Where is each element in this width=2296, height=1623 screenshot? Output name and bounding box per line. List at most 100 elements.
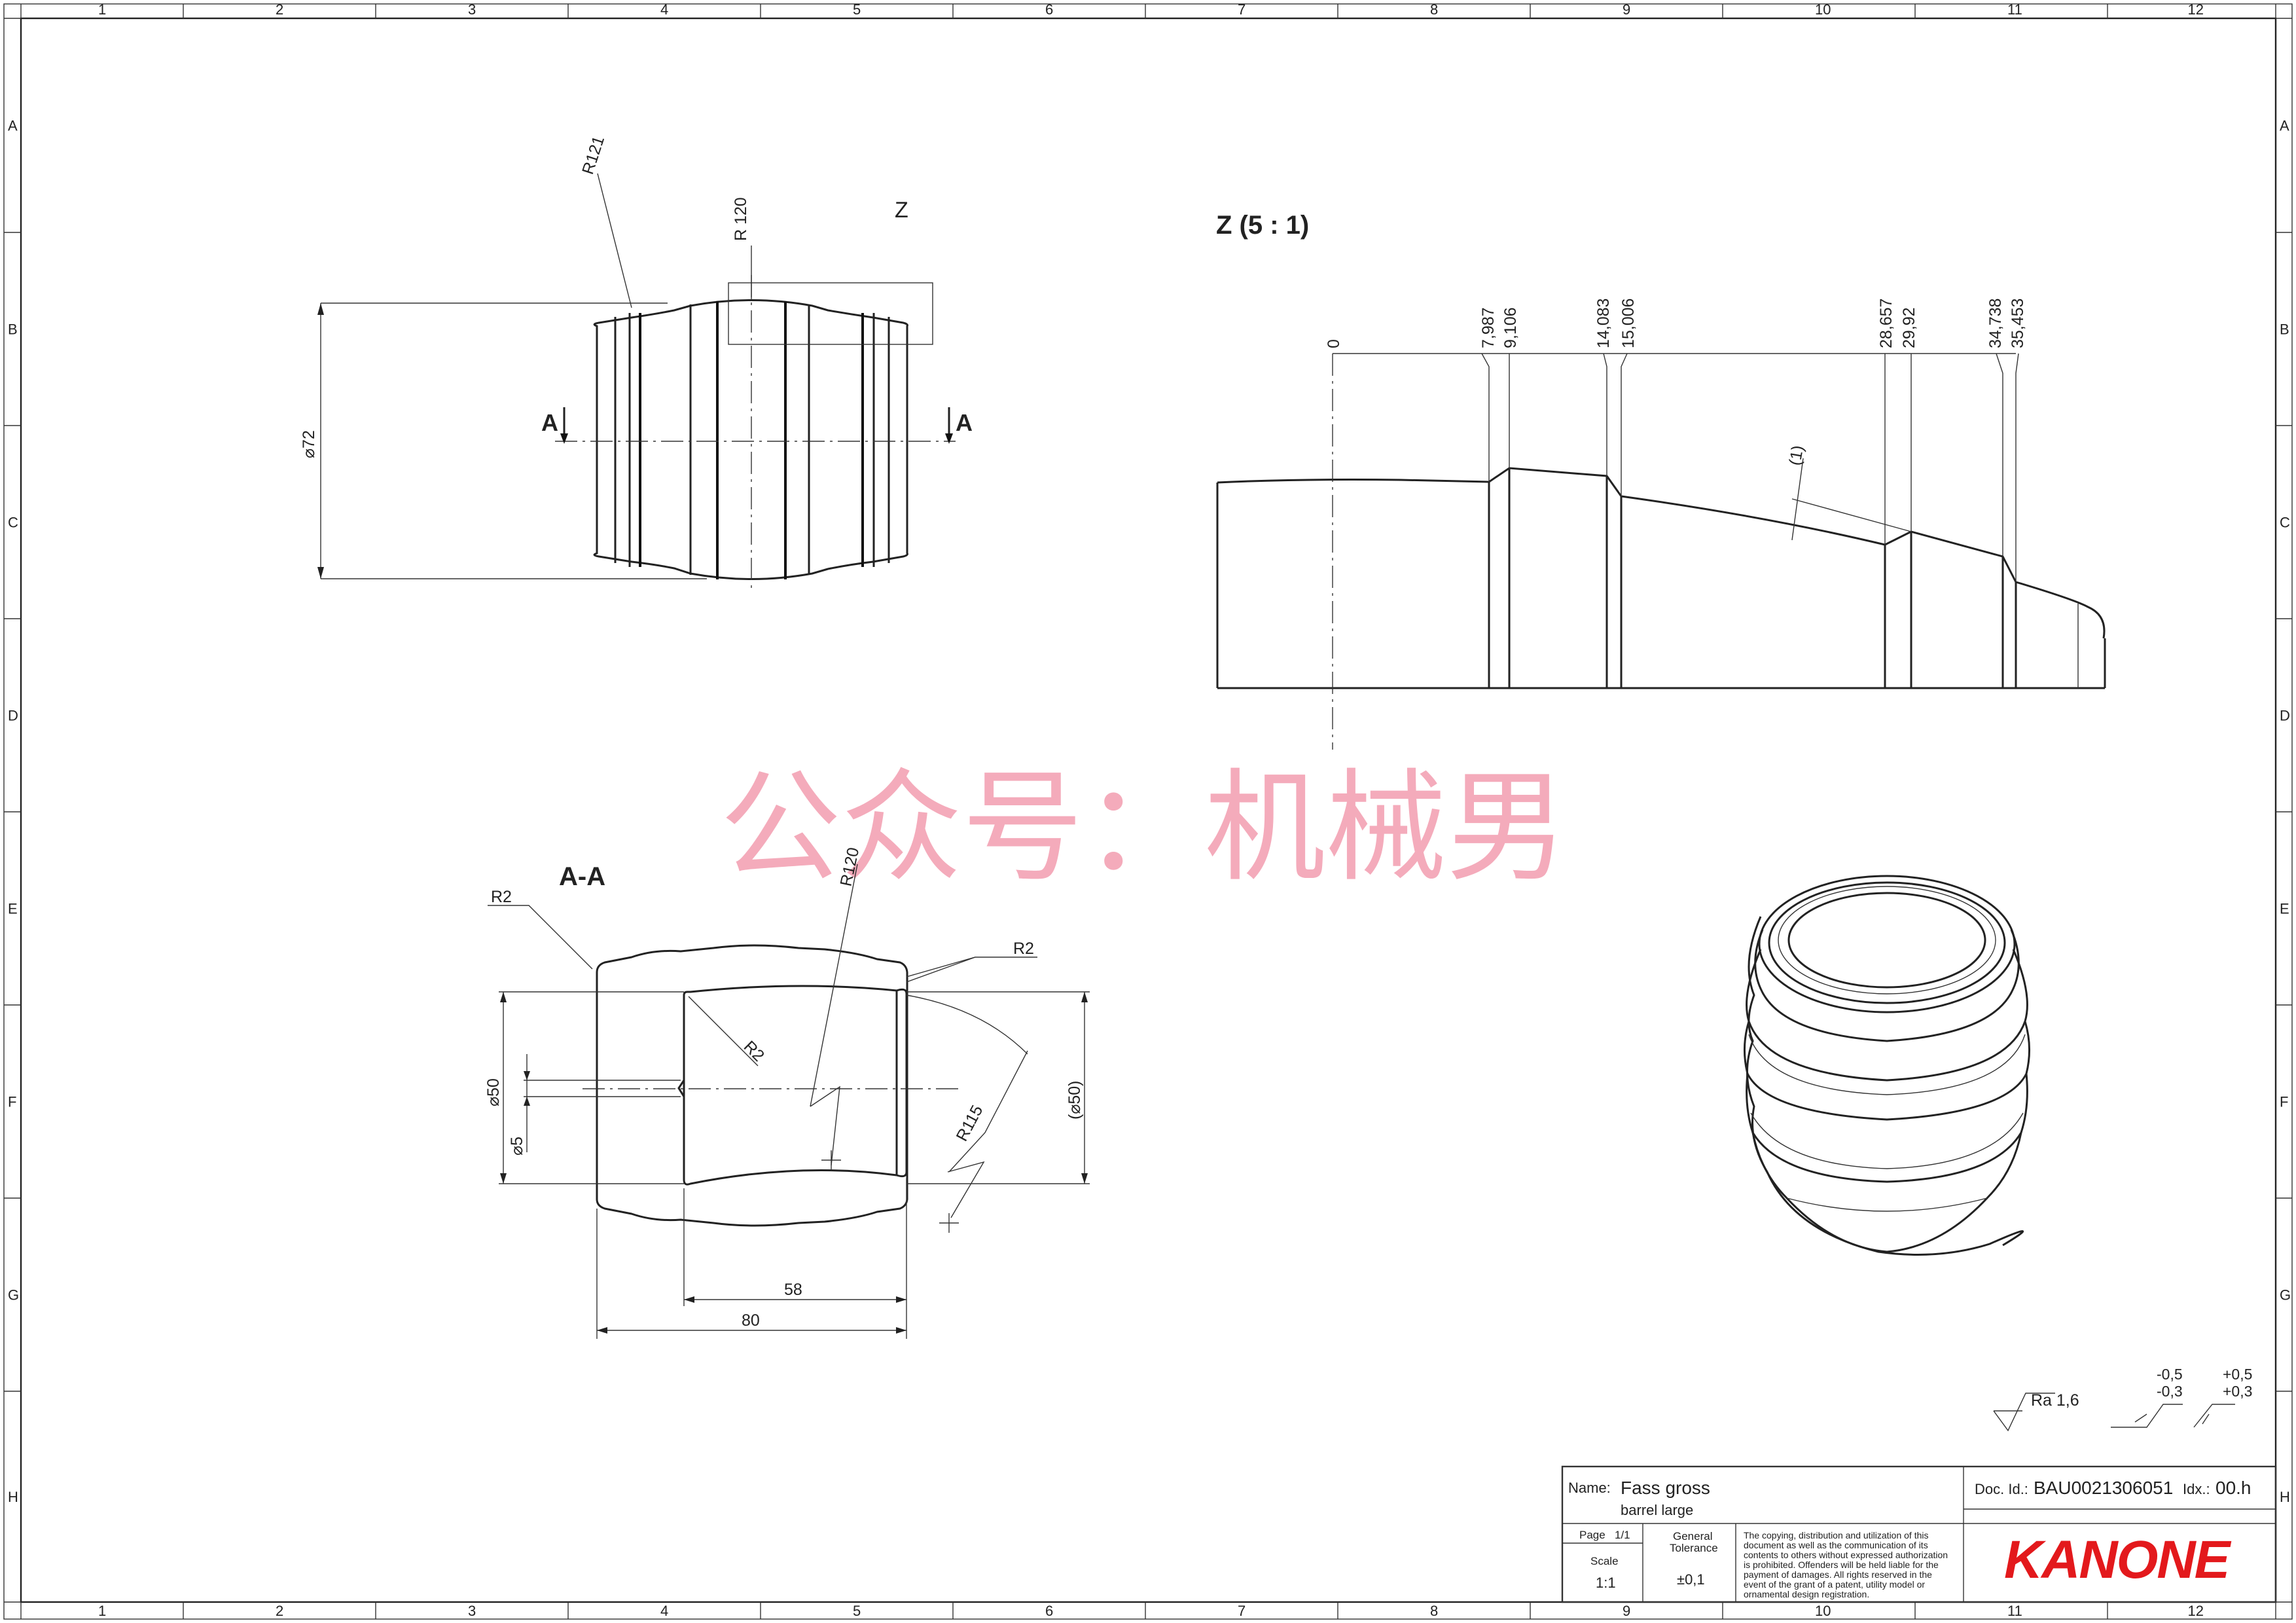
copyright-line: The copying, distribution and utilizatio…	[1744, 1530, 1929, 1541]
grid-row-label: D	[8, 708, 18, 724]
grid-column-label: 5	[853, 1, 861, 18]
tolerance-minus-05: -0,5	[2157, 1366, 2183, 1383]
tolerance-label-2: Tolerance	[1670, 1542, 1718, 1554]
radius-r115: R115	[953, 1103, 987, 1144]
detail-note-1: (1)	[1785, 444, 1807, 467]
copyright-line: contents to others without expressed aut…	[1744, 1550, 1948, 1560]
grid-row-label: F	[2280, 1094, 2288, 1110]
grid-column-label: 6	[1045, 1603, 1053, 1619]
grid-column-label: 2	[276, 1, 283, 18]
grid-column-label: 7	[1238, 1603, 1246, 1619]
grid-row-label: G	[8, 1287, 19, 1304]
doc-id-label: Doc. Id.:	[1975, 1481, 2028, 1497]
tolerance-plus-03: +0,3	[2223, 1383, 2252, 1400]
kanone-logo: KANONE	[2004, 1530, 2232, 1590]
section-aa-view: A-A R2 R120 R2 R2 R115 ⌀50 ⌀5	[484, 846, 1090, 1339]
radius-r2-inner: R2	[740, 1037, 768, 1065]
grid-column-label: 8	[1430, 1, 1438, 18]
ordinate-15006: 15,006	[1619, 299, 1638, 348]
scale-value: 1:1	[1596, 1575, 1616, 1591]
grid-column-label: 12	[2188, 1603, 2204, 1619]
diameter-50-reference: (⌀50)	[1066, 1080, 1084, 1120]
grid-column-label: 11	[2007, 1, 2022, 18]
ordinate-34738: 34,738	[1986, 299, 2005, 348]
section-mark-right: A	[956, 409, 973, 436]
copyright-line: event of the grant of a patent, utility …	[1744, 1579, 1925, 1590]
grid-column-label: 7	[1238, 1, 1246, 18]
grid-row-label: F	[8, 1094, 16, 1110]
ordinate-7987: 7,987	[1479, 307, 1498, 348]
grid-row-label: B	[2280, 321, 2289, 338]
grid-row-label: D	[2280, 708, 2290, 724]
grid-column-label: 10	[1815, 1603, 1831, 1619]
radius-r2-top-left: R2	[491, 888, 512, 906]
grid-column-label: 12	[2188, 1, 2204, 18]
copyright-notice: The copying, distribution and utilizatio…	[1744, 1530, 1948, 1599]
page-label: Page	[1579, 1529, 1605, 1541]
grid-column-label: 9	[1623, 1603, 1630, 1619]
grid-column-label: 9	[1623, 1, 1630, 18]
idx-value: 00.h	[2215, 1478, 2251, 1498]
surface-finish-symbols: Ra 1,6 -0,5 -0,3 +0,5 +0,3	[1993, 1366, 2252, 1432]
grid-row-label: A	[8, 118, 18, 134]
radius-r121: R121	[579, 134, 608, 176]
section-aa-title: A-A	[559, 862, 605, 891]
grid-row-label: B	[8, 321, 18, 338]
radius-r120: R 120	[732, 197, 750, 241]
grid-row-label: G	[2280, 1287, 2291, 1304]
ordinate-0: 0	[1325, 339, 1343, 348]
diameter-72: ⌀72	[300, 430, 318, 458]
grid-row-label: H	[8, 1489, 18, 1505]
grid-column-label: 5	[853, 1603, 861, 1619]
tolerance-label-1: General	[1673, 1530, 1712, 1542]
copyright-line: ornamental design registration.	[1744, 1589, 1869, 1599]
detail-z-view: Z (5 : 1) 0 7,987 9,106 14,083 15,	[1216, 211, 2106, 750]
grid-column-label: 11	[2007, 1603, 2022, 1619]
grid-column-label: 4	[660, 1603, 668, 1619]
title-name-en: barrel large	[1621, 1502, 1693, 1518]
grid-row-label: E	[8, 901, 18, 917]
tolerance-minus-03: -0,3	[2157, 1383, 2183, 1400]
grid-row-label: C	[8, 515, 18, 531]
grid-row-label: E	[2280, 901, 2289, 917]
grid-column-label: 2	[276, 1603, 283, 1619]
copyright-line: is prohibited. Offenders will be held li…	[1744, 1559, 1939, 1570]
grid-column-label: 3	[468, 1, 476, 18]
surface-roughness: Ra 1,6	[2031, 1391, 2079, 1410]
title-name-label: Name:	[1568, 1480, 1611, 1496]
grid-column-label: 8	[1430, 1603, 1438, 1619]
diameter-50: ⌀50	[484, 1078, 503, 1106]
grid-row-label: H	[2280, 1489, 2290, 1505]
ordinate-2992: 29,92	[1900, 307, 1918, 348]
front-view: Z R121 R 120 ⌀72 A A	[300, 134, 973, 593]
ordinate-28657: 28,657	[1877, 299, 1895, 348]
idx-label: Idx.:	[2183, 1481, 2210, 1497]
watermark-text: 公众号：机械男	[720, 757, 1568, 898]
dimension-80: 80	[742, 1311, 760, 1330]
tolerance-value: ±0,1	[1677, 1571, 1705, 1588]
detail-z-label: Z	[895, 198, 908, 223]
detail-z-title: Z (5 : 1)	[1216, 211, 1309, 240]
section-mark-left: A	[541, 409, 558, 436]
dimension-58: 58	[784, 1281, 802, 1299]
grid-column-label: 3	[468, 1603, 476, 1619]
copyright-line: payment of damages. All rights reserved …	[1744, 1569, 1932, 1580]
grid-column-label: 4	[660, 1, 668, 18]
scale-label: Scale	[1590, 1555, 1619, 1567]
tolerance-plus-05: +0,5	[2223, 1366, 2252, 1383]
grid-column-label: 6	[1045, 1, 1053, 18]
ordinate-9106: 9,106	[1501, 307, 1520, 348]
radius-r2-top-right: R2	[1013, 939, 1034, 958]
isometric-view	[1744, 875, 2030, 1256]
grid-column-label: 1	[98, 1, 106, 18]
grid-row-label: C	[2280, 515, 2290, 531]
doc-id: BAU0021306051	[2034, 1478, 2173, 1498]
title-block: Name: Fass gross barrel large Doc. Id.: …	[1561, 1465, 2277, 1603]
title-name: Fass gross	[1621, 1478, 1710, 1498]
page-value: 1/1	[1615, 1529, 1630, 1541]
copyright-line: document as well as the communication of…	[1744, 1540, 1928, 1550]
diameter-5: ⌀5	[508, 1137, 526, 1156]
